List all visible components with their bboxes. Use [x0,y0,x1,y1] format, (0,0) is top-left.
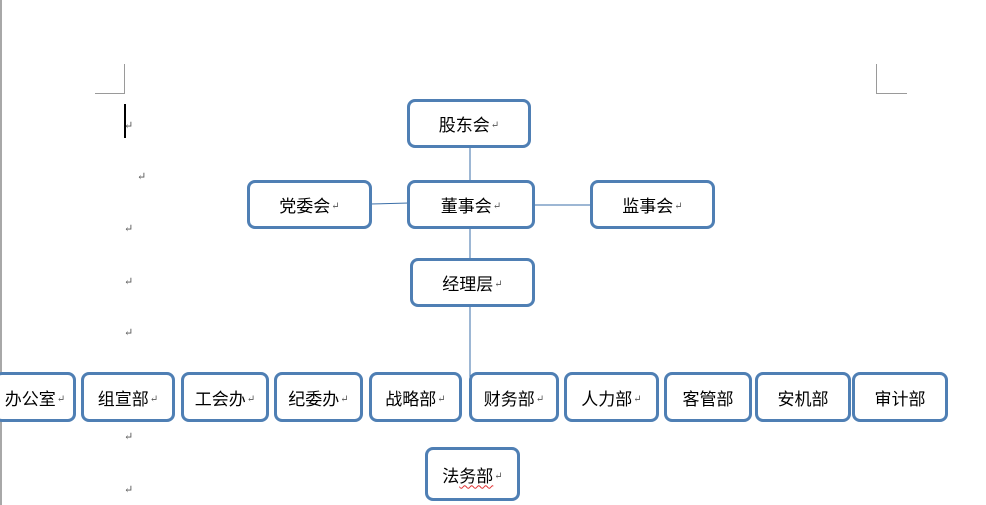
node-party-committee-label: 党委会 [279,197,331,217]
paragraph-mark-icon: ↵ [137,170,147,183]
paragraph-mark-icon: ↵ [437,393,446,405]
paragraph-mark-icon: ↵ [633,393,642,405]
dept-label: 安机部 [777,389,829,410]
node-shareholders-label: 股东会 [438,116,490,136]
paragraph-mark-icon: ↵ [56,393,66,405]
node-dept-discipline-office[interactable]: 纪委办↵ [274,372,363,422]
node-management[interactable]: 经理层↵ [410,258,535,307]
paragraph-mark-icon: ↵ [492,201,502,212]
dept-label: 财务部 [483,389,535,410]
paragraph-mark-icon: ↵ [124,326,134,339]
paragraph-mark-icon: ↵ [331,201,340,212]
link-party-board [369,202,410,205]
node-shareholders[interactable]: 股东会↵ [407,99,531,148]
dept-label: 纪委办 [288,389,340,410]
paragraph-mark-icon: ↵ [124,119,134,132]
node-legal[interactable]: 法务部↵ [425,447,520,501]
node-dept-strategy[interactable]: 战略部↵ [369,372,462,422]
paragraph-mark-icon: ↵ [494,279,503,290]
node-board-label: 董事会 [440,197,492,217]
node-board[interactable]: 董事会↵ [407,180,535,229]
paragraph-mark-icon: ↵ [124,430,134,443]
node-dept-audit[interactable]: 审计部 [852,372,948,422]
paragraph-mark-icon: ↵ [535,393,545,405]
node-management-label: 经理层 [442,275,494,295]
paragraph-mark-icon: ↵ [124,483,134,496]
paragraph-mark-icon: ↵ [494,470,503,482]
dept-label: 审计部 [874,389,926,410]
paragraph-mark-icon: ↵ [340,393,349,405]
node-dept-human-resources[interactable]: 人力部↵ [564,372,659,422]
dept-label: 人力部 [581,389,633,410]
page-left-edge [0,0,2,505]
node-dept-union-office[interactable]: 工会办↵ [181,372,269,422]
dept-label: 工会办 [194,389,246,410]
paragraph-mark-icon: ↵ [490,120,500,131]
dept-label: 办公室 [4,389,56,410]
node-dept-office[interactable]: 办公室↵ [0,372,76,422]
node-dept-customer-management[interactable]: 客管部 [664,372,752,422]
legal-text: 法务部 [442,466,494,487]
dept-label: 客管部 [682,389,734,410]
text-cursor [124,104,126,138]
node-dept-safety-machinery[interactable]: 安机部 [755,372,851,422]
dept-label: 战略部 [385,389,437,410]
node-dept-organization-publicity[interactable]: 组宣部↵ [81,372,175,422]
margin-corner-mark-right [876,64,907,94]
node-supervisors[interactable]: 监事会↵ [590,180,715,229]
margin-corner-mark-left [95,64,125,94]
paragraph-mark-icon: ↵ [246,393,256,405]
dept-label: 组宣部 [97,389,149,410]
node-supervisors-label: 监事会 [622,197,674,217]
paragraph-mark-icon: ↵ [149,393,159,405]
paragraph-mark-icon: ↵ [674,201,683,212]
paragraph-mark-icon: ↵ [124,222,134,235]
node-legal-label: 法务部 [442,462,493,487]
node-party-committee[interactable]: 党委会↵ [247,180,372,229]
node-dept-finance[interactable]: 财务部↵ [469,372,559,422]
paragraph-mark-icon: ↵ [124,275,134,288]
